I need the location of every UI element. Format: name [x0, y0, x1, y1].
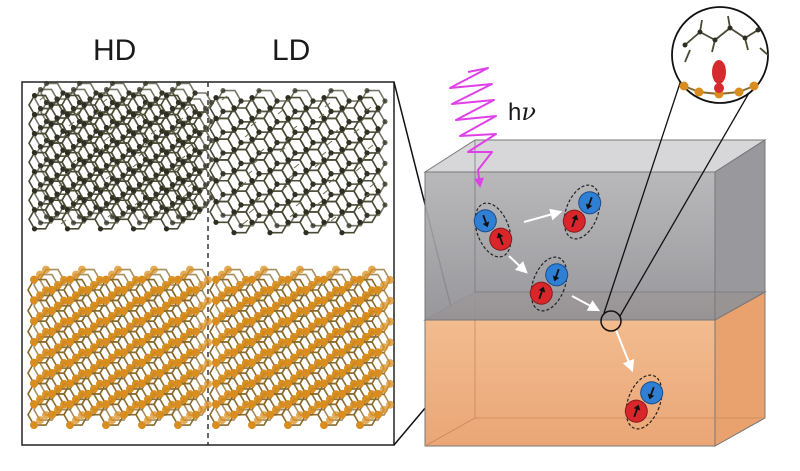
spin-pair — [562, 184, 602, 240]
interface-inset — [671, 6, 769, 104]
hd-label: HD — [93, 34, 137, 67]
hd-organic-structure — [28, 80, 215, 232]
spin-pair — [473, 202, 513, 258]
spin-pair — [529, 256, 569, 312]
spin-pair — [624, 374, 664, 430]
transfer-arrow-4 — [615, 329, 635, 373]
orbital-lobe — [712, 60, 726, 84]
transfer-arrow-1 — [523, 208, 563, 223]
photon-energy-label: hν — [508, 98, 536, 126]
organic-layer-box — [423, 139, 767, 321]
transfer-arrow-2 — [508, 255, 528, 274]
inset-line-right — [619, 73, 761, 317]
ld-inorganic-structure — [209, 265, 394, 430]
spin-pairs — [473, 184, 664, 430]
ld-organic-structure — [209, 88, 388, 236]
ld-label: LD — [272, 34, 311, 67]
photon-arrow — [449, 67, 497, 188]
transfer-arrow-3 — [571, 295, 601, 312]
inset-line-left — [603, 79, 682, 314]
hd-inorganic-structure — [27, 265, 212, 430]
interface-circle — [600, 310, 622, 332]
